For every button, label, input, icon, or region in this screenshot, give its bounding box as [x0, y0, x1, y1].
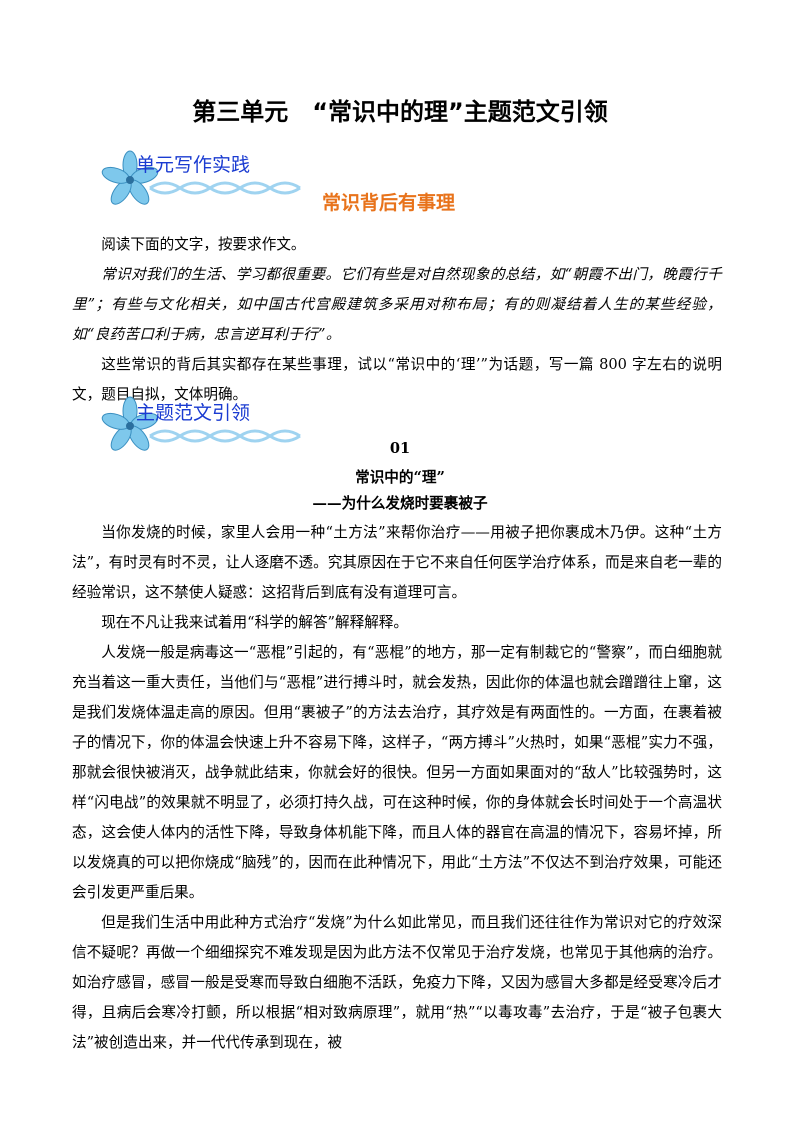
- section-heading-model: 主题范文引领: [136, 402, 251, 424]
- essay-title: 常识中的“理”: [355, 469, 445, 486]
- wave-decoration: [149, 429, 301, 443]
- prompt-quote: 常识对我们的生活、学习都很重要。它们有些是对自然现象的总结，如“朝霞不出门，晚霞…: [72, 266, 722, 343]
- page-title: 第三单元 “常识中的理”主题范文引领: [192, 98, 608, 126]
- banner-decoration: [101, 150, 301, 205]
- wave-decoration: [149, 181, 301, 195]
- task-title: 常识背后有事理: [322, 192, 456, 214]
- essay-paragraph-3: 人发烧一般是病毒这一“恶棍”引起的，有“恶棍”的地方，那一定有制裁它的“警察”，…: [72, 644, 722, 901]
- prompt-intro: 阅读下面的文字，按要求作文。: [101, 236, 306, 253]
- essay-paragraph-4: 但是我们生活中用此种方式治疗“发烧”为什么如此常见，而且我们还往往作为常识对它的…: [72, 914, 722, 1051]
- essay-paragraph-1: 当你发烧的时候，家里人会用一种“土方法”来帮你治疗——用被子把你裹成木乃伊。这种…: [72, 524, 722, 601]
- section-heading-practice: 单元写作实践: [136, 154, 251, 176]
- banner-decoration: [101, 396, 301, 451]
- essay-number: 01: [389, 440, 411, 457]
- flower-icon: [101, 396, 159, 451]
- section-banner-practice: 单元写作实践: [100, 150, 340, 210]
- prompt-task: 这些常识的背后其实都存在某些事理，试以“常识中的‘理’”为话题，写一篇 800 …: [72, 356, 722, 403]
- flower-icon: [101, 150, 159, 205]
- essay-subtitle: ——为什么发烧时要裹被子: [312, 495, 488, 512]
- essay-paragraph-2: 现在不凡让我来试着用“科学的解答”解释解释。: [101, 614, 408, 631]
- section-banner-model: 主题范文引领: [100, 396, 340, 456]
